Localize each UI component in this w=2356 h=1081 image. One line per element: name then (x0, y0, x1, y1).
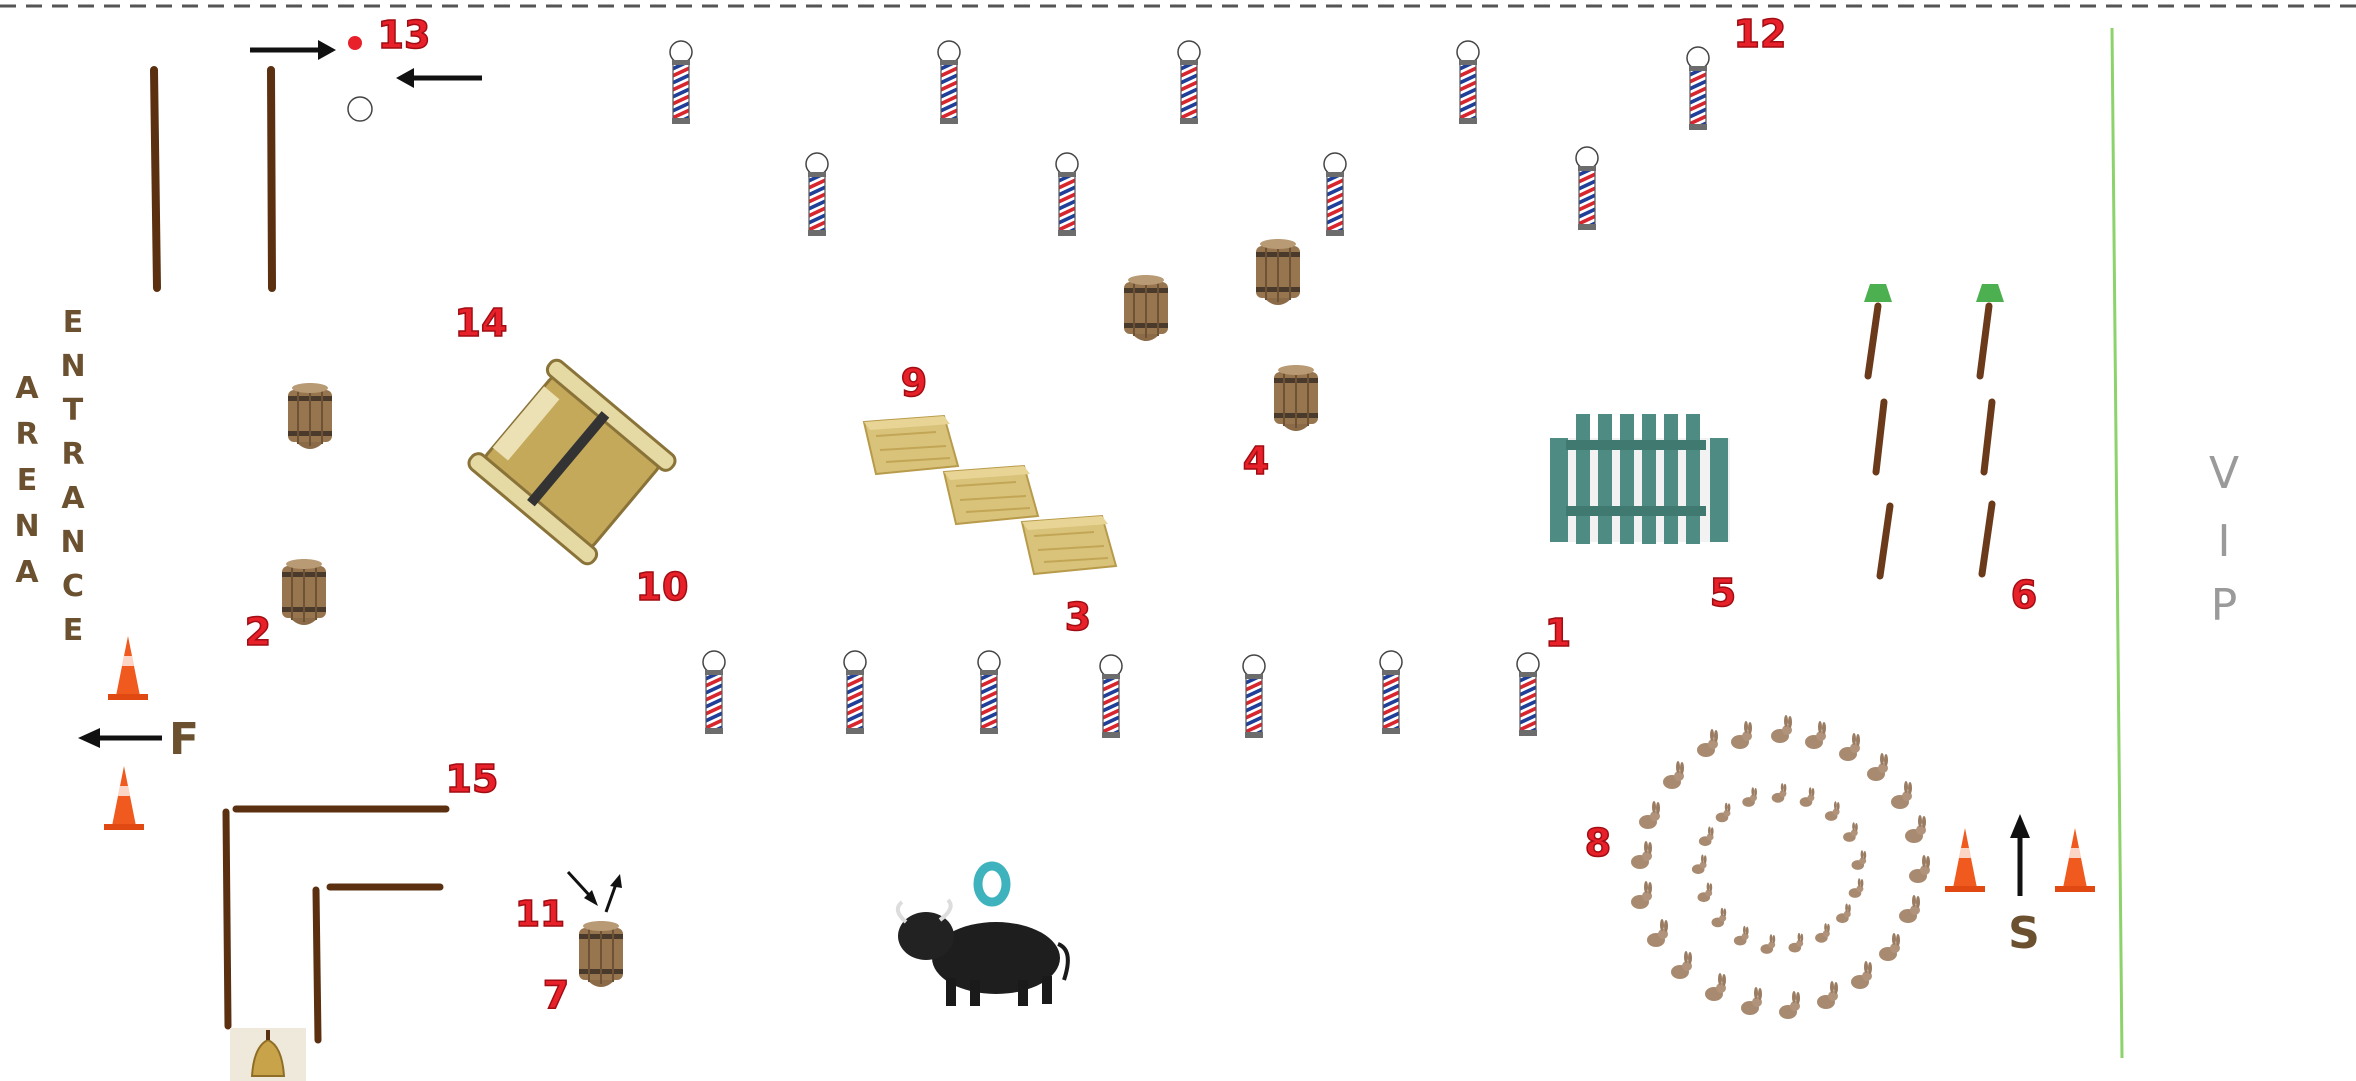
wooden-sled-obstacle (466, 357, 679, 567)
svg-text:E: E (63, 613, 84, 648)
finish-label: F (169, 714, 199, 765)
arena-label: A R E N A (14, 371, 39, 590)
slalom-poles-second-row (806, 147, 1598, 236)
slalom-poles-bottom-row (703, 651, 1539, 738)
svg-text:N: N (60, 349, 85, 384)
rabbit-inner-ring (1692, 783, 1866, 954)
obstacle-number-13: 13 (378, 13, 431, 57)
entrance-poles (154, 70, 272, 288)
obstacle-number-10: 10 (636, 565, 689, 609)
svg-text:N: N (60, 525, 85, 560)
start-gate (1945, 814, 2095, 896)
svg-text:I: I (2218, 516, 2231, 567)
obstacle-number-4: 4 (1243, 439, 1269, 483)
obstacle-number-14: 14 (455, 301, 508, 345)
svg-text:R: R (61, 437, 84, 472)
finish-gate (78, 636, 162, 830)
svg-text:R: R (15, 417, 38, 452)
svg-text:P: P (2211, 580, 2238, 631)
rabbit-outer-ring (1631, 715, 1930, 1019)
svg-text:A: A (15, 555, 39, 590)
gate-obstacle (1550, 414, 1730, 544)
obstacle-number-6: 6 (2011, 573, 2037, 617)
bull-obstacle (898, 900, 1068, 1006)
svg-text:N: N (14, 509, 39, 544)
vip-rail (2112, 28, 2122, 1058)
svg-text:V: V (2209, 448, 2239, 499)
svg-text:A: A (61, 481, 85, 516)
obstacle-number-12: 12 (1734, 12, 1787, 56)
bell-icon (230, 1028, 306, 1081)
obstacle-8-rabbit-circles (1631, 715, 1930, 1019)
obstacle-6-poles (1864, 284, 2004, 576)
obstacle-number-7: 7 (543, 973, 569, 1017)
svg-text:C: C (62, 569, 84, 604)
obstacle-numbers: 1 2 3 4 5 6 7 8 9 10 11 12 13 14 15 (245, 12, 2037, 1017)
vip-label: V I P (2209, 448, 2239, 631)
ring-marker (978, 866, 1006, 902)
obstacle-number-15: 15 (446, 757, 499, 801)
obstacle-number-3: 3 (1065, 595, 1091, 639)
obstacle-11-arrows (568, 872, 622, 912)
start-label: S (2008, 908, 2040, 959)
obstacle-number-2: 2 (245, 610, 271, 654)
entrance-label: E N T R A N C E (60, 305, 85, 648)
hay-bales (864, 416, 1116, 574)
obstacle-number-1: 1 (1545, 611, 1571, 655)
svg-text:E: E (17, 463, 38, 498)
obstacle-15-l-poles (226, 809, 446, 1040)
barrels (282, 239, 1318, 987)
svg-text:T: T (63, 393, 84, 428)
svg-text:A: A (15, 371, 39, 406)
obstacle-number-11: 11 (515, 894, 565, 935)
obstacle-number-8: 8 (1585, 821, 1611, 865)
slalom-poles-top-row (670, 41, 1709, 130)
obstacle-number-9: 9 (901, 361, 927, 405)
obstacle-13-markers (250, 36, 482, 121)
obstacle-number-5: 5 (1710, 571, 1736, 615)
svg-text:E: E (63, 305, 84, 340)
